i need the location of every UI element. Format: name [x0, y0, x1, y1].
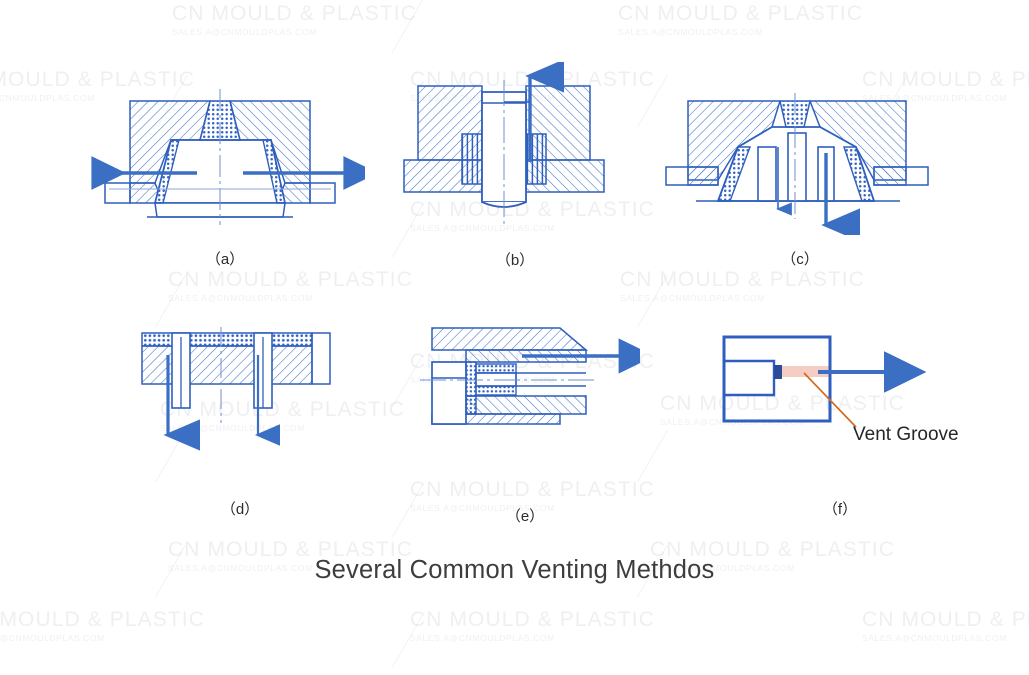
panel-a: （a）: [85, 85, 365, 275]
panel-b-label: （b）: [495, 252, 535, 269]
panel-d: （d）: [120, 315, 360, 518]
panel-c: （c）: [660, 85, 940, 275]
panel-e: （e）: [410, 322, 640, 525]
panel-c-label: （c）: [781, 251, 819, 268]
vent-groove-leader-line: [803, 372, 857, 428]
panel-f-diagram: [722, 335, 927, 428]
panel-b: （b）: [400, 62, 630, 277]
panel-d-label: （d）: [220, 501, 260, 518]
vent-groove-label: Vent Groove: [853, 424, 959, 445]
vent-groove-band: [778, 366, 830, 377]
panel-c-diagram: [665, 93, 929, 235]
panel-a-label: （a）: [205, 251, 245, 268]
panel-f: （f）: [690, 315, 990, 525]
panel-a-diagram: [91, 89, 365, 225]
panel-e-diagram: [420, 327, 640, 425]
panel-d-diagram: [141, 327, 331, 451]
panel-b-diagram: [403, 62, 605, 224]
figure-title: Several Common Venting Methdos: [314, 556, 715, 584]
panel-f-label: （f）: [822, 501, 858, 518]
panel-e-label: （e）: [505, 508, 545, 525]
